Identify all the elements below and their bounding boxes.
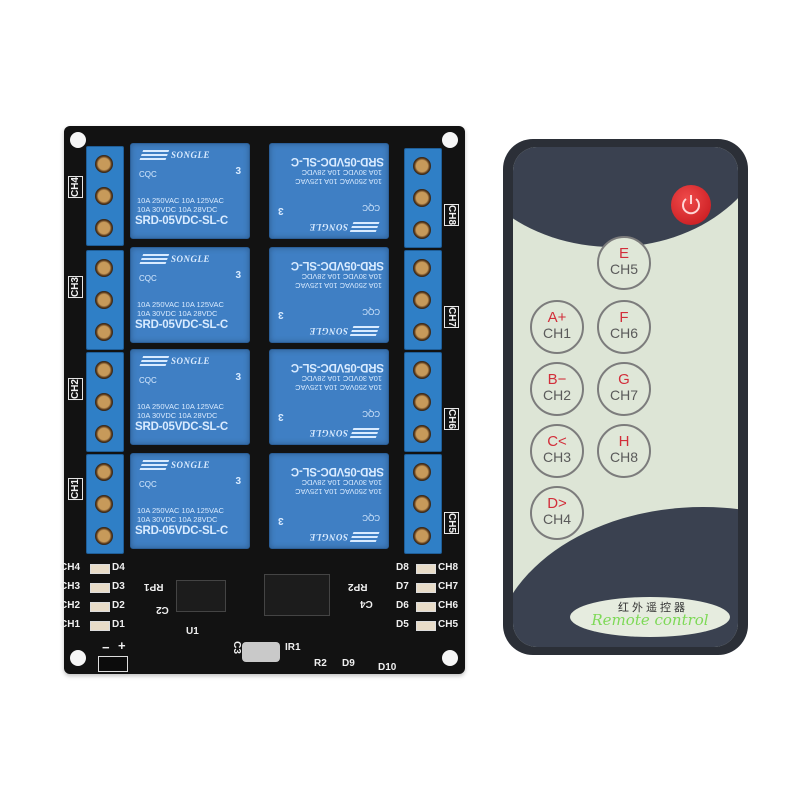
led-label-ch6: CH6 (438, 600, 459, 611)
c4-label: C4 (360, 598, 373, 609)
led-ch6-indicator (416, 602, 436, 612)
led-label-d2: D2 (112, 600, 125, 611)
ch2-label: CH2 (68, 378, 83, 401)
rp1-label: RP1 (144, 581, 164, 592)
led-label-d7: D7 (396, 581, 409, 592)
d10-label: D10 (378, 662, 397, 673)
remote-label-english: Remote control (591, 611, 709, 629)
button-d-ch4[interactable]: D>CH4 (530, 486, 584, 540)
c2-label: C2 (156, 604, 169, 615)
led-label-d3: D3 (112, 581, 125, 592)
button-a-ch1[interactable]: A+CH1 (530, 300, 584, 354)
terminal-block-ch2[interactable] (86, 352, 124, 452)
ch1-label: CH1 (68, 478, 83, 501)
mounting-hole (442, 132, 458, 148)
terminal-block-ch7[interactable] (404, 250, 442, 350)
led-ch8-indicator (416, 564, 436, 574)
led-label-ch5: CH5 (438, 619, 459, 630)
button-c-ch3[interactable]: C<CH3 (530, 424, 584, 478)
c3-label: C3 (230, 641, 242, 654)
ic-chip-small (176, 580, 226, 612)
led-ch3-indicator (90, 583, 110, 593)
led-ch1-indicator (90, 621, 110, 631)
ch4-label: CH4 (68, 176, 83, 199)
led-label-ch4: CH4 (60, 562, 81, 573)
terminal-block-ch3[interactable] (86, 250, 124, 350)
led-label-d6: D6 (396, 600, 409, 611)
button-b-ch2[interactable]: B−CH2 (530, 362, 584, 416)
led-ch2-indicator (90, 602, 110, 612)
mounting-hole (70, 650, 86, 666)
power-header[interactable] (98, 656, 128, 672)
terminal-block-ch5[interactable] (404, 454, 442, 554)
terminal-block-ch8[interactable] (404, 148, 442, 248)
ch5-label: CH5 (444, 512, 459, 535)
ch3-label: CH3 (68, 276, 83, 299)
terminal-block-ch1[interactable] (86, 454, 124, 554)
led-label-ch1: CH1 (60, 619, 81, 630)
led-label-ch3: CH3 (60, 581, 81, 592)
led-ch7-indicator (416, 583, 436, 593)
terminal-block-ch6[interactable] (404, 352, 442, 452)
rp2-label: RP2 (348, 581, 368, 592)
led-ch4-indicator (90, 564, 110, 574)
remote-label-chinese: 红外遥控器 (618, 601, 688, 614)
ir1-label: IR1 (285, 642, 301, 653)
power-button[interactable] (671, 185, 711, 225)
ch7-label: CH7 (444, 306, 459, 329)
r2-label: R2 (314, 658, 327, 669)
led-label-d4: D4 (112, 562, 125, 573)
mounting-hole (70, 132, 86, 148)
ch8-label: CH8 (444, 204, 459, 227)
ir-receiver (242, 642, 280, 662)
mounting-hole (442, 650, 458, 666)
led-ch5-indicator (416, 621, 436, 631)
terminal-block-ch4[interactable] (86, 146, 124, 246)
led-label-d8: D8 (396, 562, 409, 573)
led-label-d5: D5 (396, 619, 409, 630)
d9-label: D9 (342, 658, 355, 669)
led-label-ch7: CH7 (438, 581, 459, 592)
power-icon (682, 195, 700, 215)
plus-label: + (118, 638, 126, 653)
relay-board: CH4 CH3 CH2 CH1 CH8 CH7 CH6 CH5 SONGLE C… (60, 126, 465, 674)
ic-chip-decoder (264, 574, 330, 616)
led-label-ch2: CH2 (60, 600, 81, 611)
ch6-label: CH6 (444, 408, 459, 431)
minus-label: − (102, 640, 110, 655)
remote-brand-label: 红外遥控器 Remote control (570, 597, 730, 637)
led-label-ch8: CH8 (438, 562, 459, 573)
led-label-d1: D1 (112, 619, 125, 630)
u1-label: U1 (186, 626, 199, 637)
